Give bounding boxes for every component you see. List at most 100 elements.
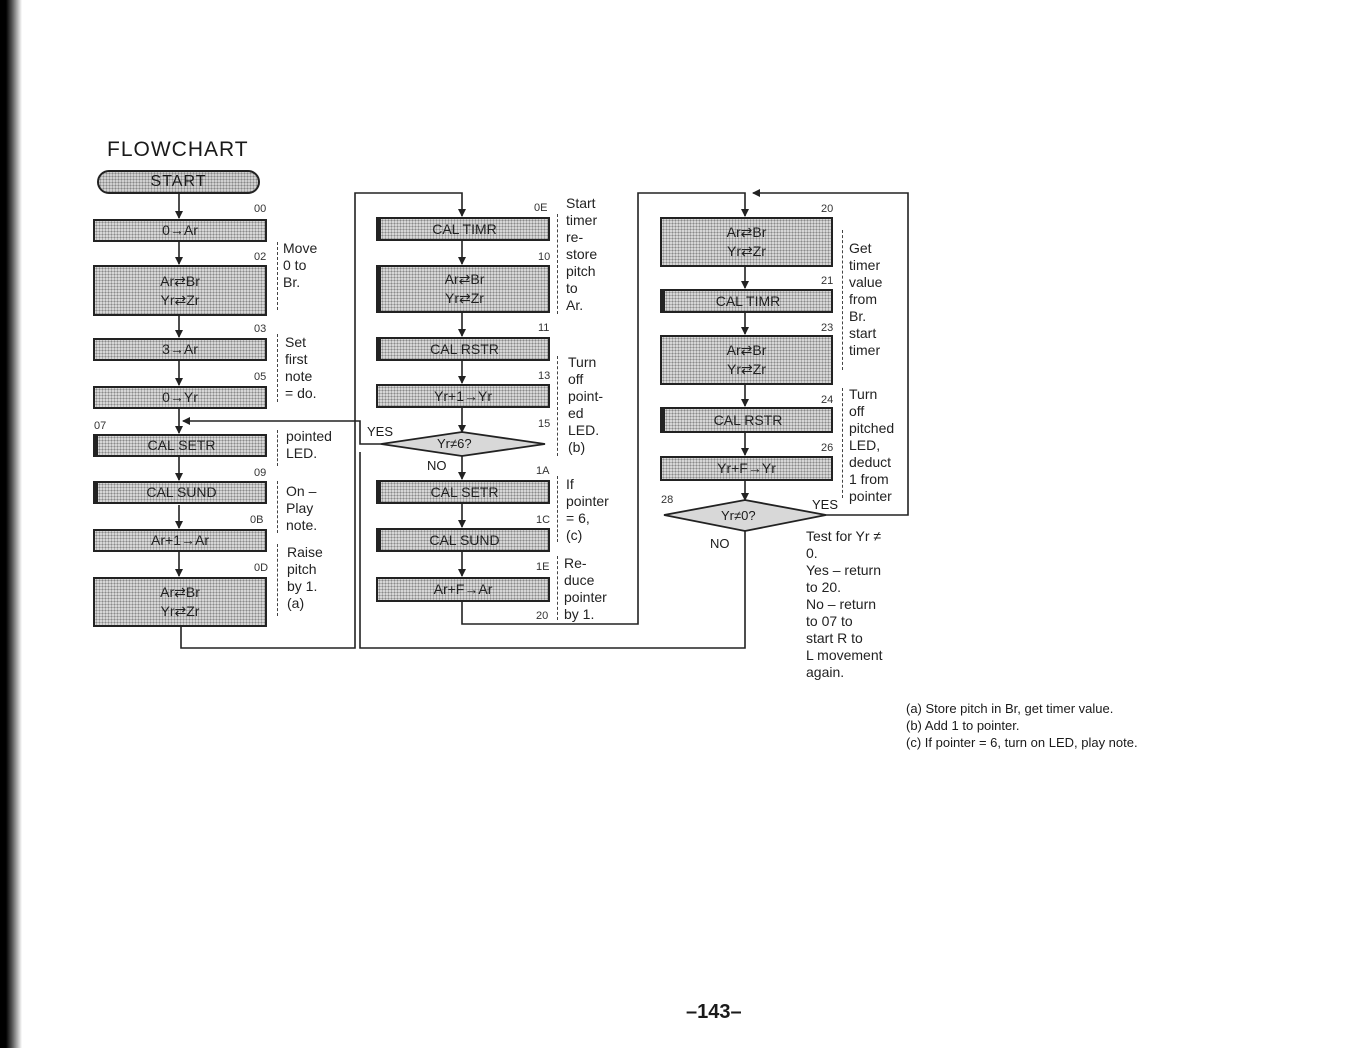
- step-number: 24: [821, 394, 834, 406]
- step-10-line2: Yr⇄Zr: [445, 290, 484, 306]
- step-number: 0E: [534, 202, 548, 214]
- flowchart-title: FLOWCHART: [107, 138, 249, 161]
- decision-28-diamond: [663, 499, 827, 532]
- arrow-28-no-to-07: [359, 452, 746, 649]
- step-0D-line1: Ar⇄Br: [160, 584, 200, 600]
- step-07-box: CAL SETR: [93, 434, 267, 457]
- arrow-1E-to-20: [461, 192, 749, 625]
- step-23-line2: Yr⇄Zr: [727, 361, 766, 377]
- step-23-line1: Ar⇄Br: [726, 342, 767, 358]
- comment-divider: [842, 388, 843, 498]
- step-05-text: 0→Yr: [162, 389, 198, 405]
- step-0E-text: CAL TIMR: [432, 220, 497, 237]
- decision-28-no-label: NO: [710, 536, 730, 551]
- step-number: 10: [538, 251, 551, 263]
- scanned-page-edge: [0, 0, 22, 1048]
- step-24-box: CAL RSTR: [660, 407, 833, 433]
- comment-divider: [277, 242, 278, 310]
- step-21-box: CAL TIMR: [660, 289, 833, 313]
- step-number: 20: [821, 203, 834, 215]
- step-number: 1C: [536, 514, 551, 526]
- step-26-text: Yr+F→Yr: [717, 460, 776, 476]
- step-03-box: 3→Ar: [93, 338, 267, 361]
- step-number: 03: [254, 323, 267, 335]
- step-1E-text: Ar+F→Ar: [433, 581, 493, 597]
- step-number: 0B: [250, 514, 264, 526]
- step-07-text: CAL SETR: [147, 437, 216, 453]
- step-number: 26: [821, 442, 834, 454]
- step-number: 20: [536, 610, 549, 622]
- step-number: 05: [254, 371, 267, 383]
- step-1A-text: CAL SETR: [430, 483, 499, 500]
- step-10-line1: Ar⇄Br: [444, 271, 485, 287]
- step-1C-box: CAL SUND: [376, 528, 550, 552]
- step-05-box: 0→Yr: [93, 386, 267, 409]
- comment-divider: [557, 476, 558, 542]
- page-number: –143–: [686, 1001, 742, 1023]
- step-24-text: CAL RSTR: [713, 411, 783, 428]
- footnote-b: (b) Add 1 to pointer.: [906, 718, 1020, 733]
- comment-divider: [557, 214, 558, 314]
- step-number: 23: [821, 322, 834, 334]
- step-number: 15: [538, 418, 551, 430]
- step-number: 1E: [536, 561, 550, 573]
- step-20-line2: Yr⇄Zr: [727, 243, 766, 259]
- comment-divider: [277, 481, 278, 533]
- step-number: 21: [821, 275, 834, 287]
- step-0B-text: Ar+1→Ar: [151, 532, 209, 548]
- step-number: 07: [94, 420, 107, 432]
- comment-divider: [277, 544, 278, 616]
- footnotes: (a) Store pitch in Br, get timer value. …: [906, 700, 1138, 751]
- start-terminal: START: [97, 170, 260, 194]
- step-00-box: 0→Ar: [93, 219, 267, 242]
- arrow-28-yes-to-20: [752, 189, 909, 516]
- step-number: 11: [538, 322, 550, 334]
- step-26-box: Yr+F→Yr: [660, 456, 833, 481]
- step-11-box: CAL RSTR: [376, 337, 550, 361]
- decision-28-text: Yr≠0?: [721, 508, 756, 523]
- decision-15-yes-label: YES: [367, 424, 394, 439]
- step-09-text: CAL SUND: [146, 484, 217, 500]
- step-number: 00: [254, 203, 267, 215]
- footnote-c: (c) If pointer = 6, turn on LED, play no…: [906, 735, 1138, 750]
- step-02-line1: Ar⇄Br: [160, 272, 200, 289]
- comment-divider: [842, 230, 843, 370]
- decision-15-no-label: NO: [427, 458, 447, 473]
- decision-15-text: Yr≠6?: [437, 436, 472, 451]
- step-13-box: Yr+1→Yr: [376, 384, 550, 408]
- step-0D-line2: Yr⇄Zr: [160, 603, 200, 619]
- step-20-line1: Ar⇄Br: [726, 224, 767, 240]
- step-number: 13: [538, 370, 551, 382]
- step-11-text: CAL RSTR: [430, 340, 499, 357]
- step-1A-box: CAL SETR: [376, 480, 550, 504]
- step-0B-box: Ar+1→Ar: [93, 529, 267, 552]
- step-1C-text: CAL SUND: [429, 531, 500, 548]
- step-00-text: 0→Ar: [162, 222, 198, 238]
- step-number: 0D: [254, 562, 269, 574]
- step-21-text: CAL TIMR: [715, 292, 781, 309]
- decision-15-diamond: [380, 431, 546, 457]
- step-0E-box: CAL TIMR: [376, 217, 550, 241]
- comment-divider: [557, 356, 558, 456]
- step-number: 09: [254, 467, 267, 479]
- comment-divider: [277, 430, 278, 466]
- step-09-box: CAL SUND: [93, 481, 267, 504]
- step-1E-box: Ar+F→Ar: [376, 577, 550, 602]
- step-02-line2: Yr⇄Zr: [160, 291, 200, 308]
